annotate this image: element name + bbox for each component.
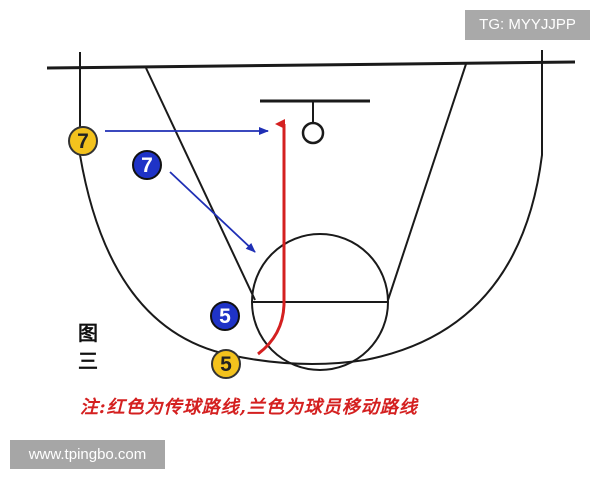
lane-line-right	[387, 63, 467, 301]
rim	[301, 121, 325, 145]
three-point-line	[79, 50, 543, 365]
player-blue-5: 5	[210, 301, 240, 331]
watermark-top-badge: TG: MYYJJPP	[465, 10, 590, 40]
player-number: 5	[220, 353, 232, 376]
baseline	[46, 60, 576, 70]
pass-route-yellow-5	[257, 119, 286, 356]
player-number: 7	[77, 130, 89, 153]
player-blue-7: 7	[132, 150, 162, 180]
route-legend-note: 注:红色为传球路线,兰色为球员移动路线	[80, 397, 418, 418]
player-yellow-7: 7	[68, 126, 98, 156]
watermark-bottom-badge: www.tpingbo.com	[10, 440, 165, 469]
move-route-blue-7	[169, 171, 256, 253]
figure-label-line-1: 图	[78, 321, 98, 345]
player-number: 7	[141, 154, 153, 177]
player-number: 5	[219, 305, 231, 328]
figure-label-line-2: 三	[78, 349, 98, 373]
lane-line-left	[145, 67, 256, 301]
player-yellow-5: 5	[211, 349, 241, 379]
